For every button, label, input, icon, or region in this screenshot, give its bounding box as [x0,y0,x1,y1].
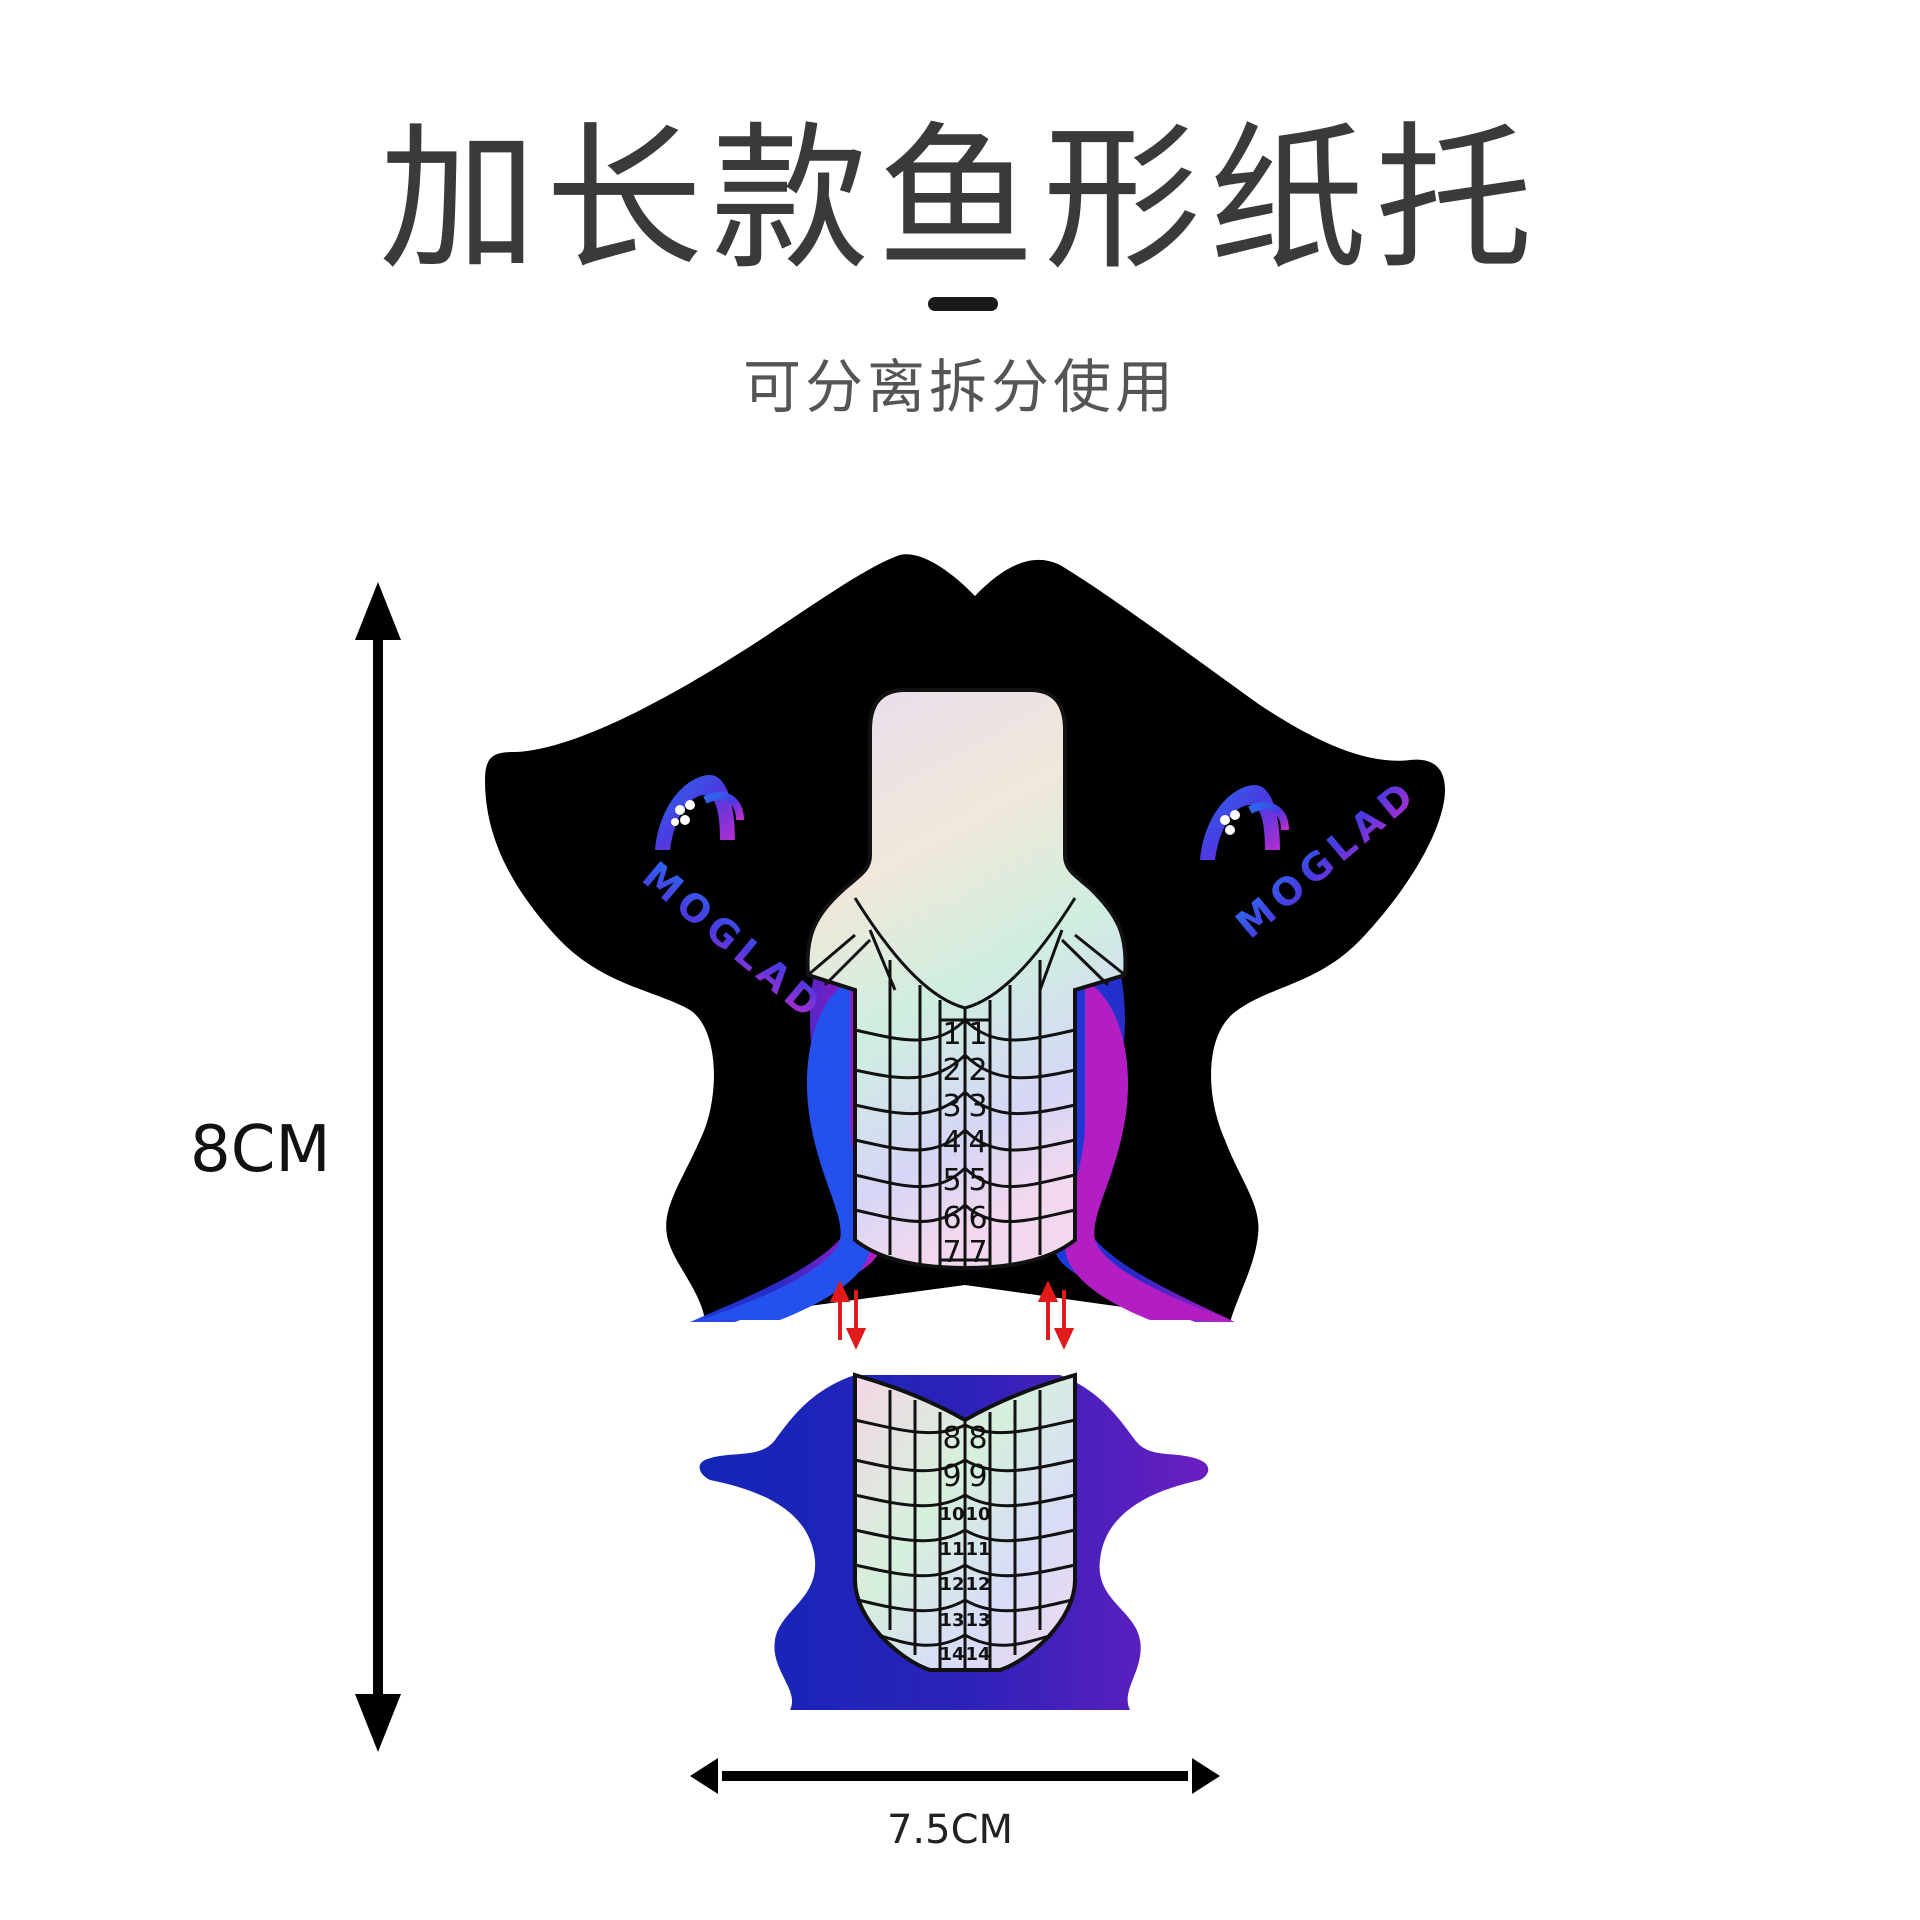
grid-number: 12 [939,1574,964,1595]
moglad-logo-icon [1200,785,1289,860]
grid-number: 13 [965,1610,990,1631]
grid-number: 8 [968,1421,987,1456]
grid-number: 8 [942,1421,961,1456]
grid-number: 14 [939,1644,964,1665]
up-down-arrows-icon [1037,1280,1075,1350]
grid-number: 1 [942,1017,961,1052]
moglad-logo-icon [655,775,744,850]
upper-form-piece: 1 1 2 2 3 3 4 4 5 5 6 6 7 7 MOGLAD [485,554,1445,1322]
lower-grid [854,1390,1076,1670]
grid-number: 6 [942,1201,961,1236]
grid-number: 4 [942,1125,961,1160]
title-divider [928,297,998,311]
grid-number: 1 [968,1017,987,1052]
up-down-arrows-icon [829,1280,867,1350]
width-dimension-arrow [690,1758,1220,1794]
grid-number: 4 [968,1125,987,1160]
height-label: 8CM [190,1113,331,1187]
grid-number: 6 [968,1201,987,1236]
grid-number: 10 [939,1504,964,1525]
grid-number: 11 [939,1539,964,1560]
width-label: 7.5CM [886,1807,1014,1853]
lower-form-piece: 8 8 9 9 10 10 11 11 12 12 13 13 14 14 [699,1372,1209,1710]
page-title: 加长款鱼形纸托 [379,108,1541,292]
grid-number: 7 [968,1235,987,1270]
grid-number: 11 [965,1539,990,1560]
grid-number: 9 [942,1459,961,1494]
grid-number: 5 [968,1163,987,1198]
lower-grid-numbers: 8 8 9 9 10 10 11 11 12 12 13 13 14 14 [939,1421,990,1665]
grid-number: 14 [965,1644,990,1665]
grid-number: 13 [939,1610,964,1631]
grid-number: 10 [965,1504,990,1525]
grid-number: 7 [942,1235,961,1270]
height-dimension-arrow [355,582,401,1752]
grid-number: 9 [968,1459,987,1494]
grid-number: 3 [942,1089,961,1124]
grid-number: 5 [942,1163,961,1198]
upper-grid [807,897,1126,1268]
grid-number: 12 [965,1574,990,1595]
upper-grid-numbers: 1 1 2 2 3 3 4 4 5 5 6 6 7 7 [942,1017,987,1270]
grid-number: 3 [968,1089,987,1124]
grid-number: 2 [942,1053,961,1088]
grid-number: 2 [968,1053,987,1088]
page-subtitle: 可分离拆分使用 [742,353,1177,421]
